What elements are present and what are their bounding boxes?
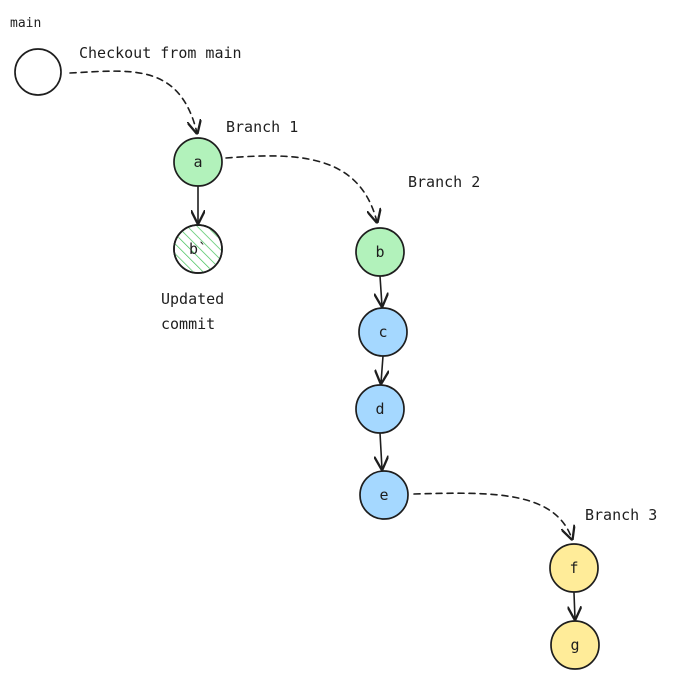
commit-label-d: d [375,400,384,418]
commit-node-e[interactable]: e [359,470,409,520]
commit-label-b: b [375,243,384,261]
commit-label-c: c [378,323,387,341]
commit-node-f[interactable]: f [549,543,599,593]
commit-circle-e [359,470,409,520]
commit-node-c[interactable]: c [358,307,408,357]
commit-node-a[interactable]: a [173,137,223,187]
branch3-label: Branch 3 [585,506,657,524]
commit-node-g[interactable]: g [550,620,600,670]
edge-main-to-a [69,70,197,133]
commit-node-b-prime[interactable]: b` [173,224,223,274]
commit-circle-b [355,227,405,277]
edge-d-to-e [380,432,382,469]
commit-label-e: e [379,486,388,504]
updated-commit-label-line1: Updated [161,290,224,308]
edge-c-to-d [381,355,383,383]
commit-label-f: f [569,559,578,577]
checkout-label: Checkout from main [79,44,242,62]
commit-node-d[interactable]: d [355,384,405,434]
edge-e-to-f [413,492,572,539]
commit-node-b[interactable]: b [355,227,405,277]
commit-circle-d [355,384,405,434]
commit-circle-c [358,307,408,357]
commit-node-main[interactable] [14,48,62,96]
commit-outline-b-prime [173,224,223,274]
edge-f-to-g [574,592,575,619]
main-label: main [10,16,41,31]
commit-label-a: a [193,153,202,171]
commit-label-b-prime: b` [189,240,207,258]
commit-label-g: g [570,636,579,654]
commit-circle-a [173,137,223,187]
branch1-label: Branch 1 [226,118,298,136]
branch2-label: Branch 2 [408,173,480,191]
commit-circle-g [550,620,600,670]
commit-circle-f [549,543,599,593]
commit-hatch-b-prime [175,226,221,272]
edge-a-to-b [225,155,377,222]
updated-commit-label-line2: commit [161,315,215,333]
commit-circle-main [14,48,62,96]
edge-b-to-c [380,275,382,306]
